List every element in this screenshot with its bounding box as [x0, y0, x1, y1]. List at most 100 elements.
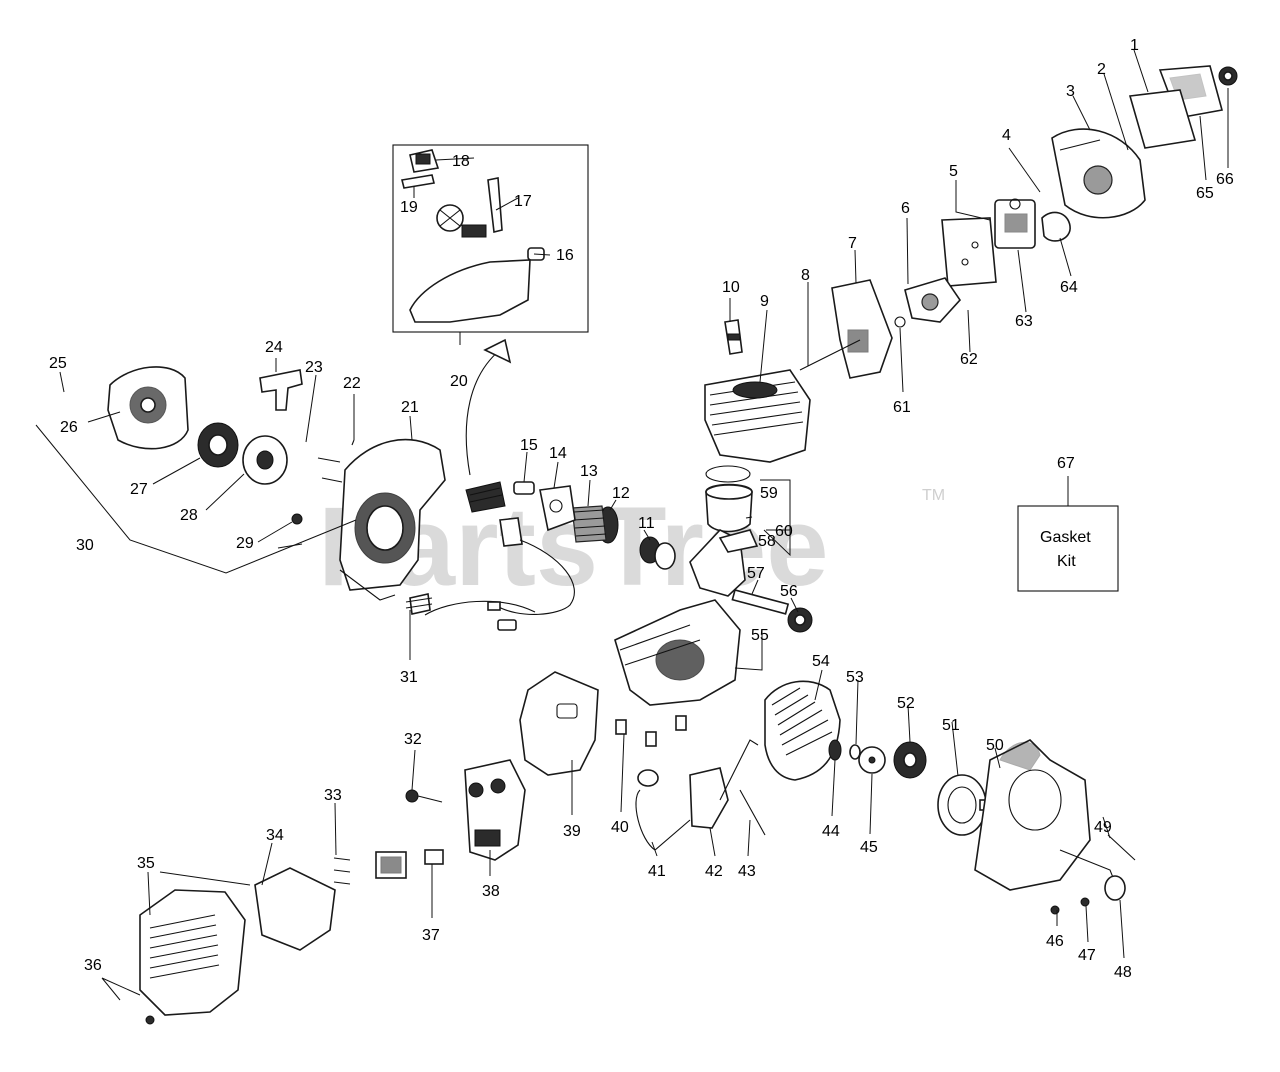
trademark: TM [922, 487, 945, 504]
callout-31: 31 [400, 669, 418, 686]
part-screw-47 [1080, 897, 1090, 907]
part-screw-49 [1107, 834, 1136, 861]
callout-60: 60 [775, 523, 793, 540]
callout-59: 59 [760, 485, 778, 502]
part-crankshaft [689, 529, 790, 615]
callout-41: 41 [648, 863, 666, 880]
callout-9: 9 [760, 293, 769, 310]
part-piston [705, 465, 753, 533]
callout-14: 14 [549, 445, 567, 462]
callout-22: 22 [343, 375, 361, 392]
callout-26: 26 [60, 419, 78, 436]
part-heat-shield [831, 279, 893, 379]
callout-61: 61 [893, 399, 911, 416]
callout-5: 5 [949, 163, 958, 180]
part-shield-plate [519, 671, 599, 776]
callout-38: 38 [482, 883, 500, 900]
callout-44: 44 [822, 823, 840, 840]
callout-11: 11 [638, 515, 655, 532]
callout-40: 40 [611, 819, 629, 836]
callout-37: 37 [422, 927, 440, 944]
callout-32: 32 [404, 731, 422, 748]
callout-51: 51 [942, 717, 960, 734]
part-ignition [615, 715, 766, 851]
callout-numbers: 1234567891011121314151617181920212223242… [49, 37, 1234, 981]
part-spring-31 [409, 593, 431, 615]
callout-50: 50 [986, 737, 1004, 754]
callout-56: 56 [780, 583, 798, 600]
callout-16: 16 [556, 247, 574, 264]
inset-arrow [465, 349, 501, 476]
part-screws-33 [333, 857, 351, 885]
callout-55: 55 [751, 627, 769, 644]
callout-27: 27 [130, 481, 148, 498]
callout-17: 17 [514, 193, 532, 210]
callout-45: 45 [860, 839, 878, 856]
callout-1: 1 [1130, 37, 1139, 54]
callout-19: 19 [400, 199, 418, 216]
gasket-kit-label-2: Kit [1057, 553, 1076, 570]
callout-64: 64 [1060, 279, 1078, 296]
part-crankcase [614, 599, 741, 706]
leader-lines [35, 49, 1229, 1001]
callout-58: 58 [758, 533, 776, 550]
callout-8: 8 [801, 267, 810, 284]
gasket-kit-label-1: Gasket [1040, 529, 1091, 546]
part-bolt-32 [405, 789, 419, 803]
part-cover-plate [254, 867, 336, 951]
part-clutch-group [513, 481, 619, 544]
callout-4: 4 [1002, 127, 1011, 144]
part-gasket-plate [941, 217, 997, 287]
callout-49: 49 [1094, 819, 1112, 836]
part-air-filter-housing [1051, 128, 1146, 219]
callout-6: 6 [901, 200, 910, 217]
callout-30: 30 [76, 537, 94, 554]
callout-2: 2 [1097, 61, 1106, 78]
inset-box [392, 144, 589, 333]
callout-42: 42 [705, 863, 723, 880]
callout-20: 20 [450, 373, 468, 390]
callout-23: 23 [305, 359, 323, 376]
part-muffler [464, 759, 526, 861]
part-air-filter-cover [1128, 65, 1238, 149]
callout-35: 35 [137, 855, 155, 872]
part-bearing-48 [1104, 875, 1126, 901]
callout-12: 12 [612, 485, 630, 502]
part-starter-handle [259, 369, 303, 411]
part-pawl-assembly [424, 481, 575, 631]
callout-65: 65 [1196, 185, 1214, 202]
callout-47: 47 [1078, 947, 1096, 964]
callout-67: 67 [1057, 455, 1075, 472]
callout-46: 46 [1046, 933, 1064, 950]
part-drawings [107, 65, 1238, 1025]
callout-62: 62 [960, 351, 978, 368]
part-gasket-37 [424, 849, 444, 865]
callout-10: 10 [722, 279, 740, 296]
callout-7: 7 [848, 235, 857, 252]
part-gearbox-housing [974, 739, 1121, 896]
part-rod [799, 339, 861, 371]
callout-52: 52 [897, 695, 915, 712]
callout-57: 57 [747, 565, 765, 582]
part-starter-housing [107, 366, 189, 450]
part-front-housing [339, 438, 446, 601]
part-cylinder [704, 369, 811, 463]
part-carburetor [994, 198, 1071, 249]
part-intake-manifold [894, 277, 962, 328]
callout-28: 28 [180, 507, 198, 524]
callout-43: 43 [738, 863, 756, 880]
callout-3: 3 [1066, 83, 1075, 100]
inset-part-drawings [401, 149, 545, 323]
callout-63: 63 [1015, 313, 1033, 330]
callout-48: 48 [1114, 964, 1132, 981]
callout-33: 33 [324, 787, 342, 804]
callout-66: 66 [1216, 171, 1234, 188]
callout-34: 34 [266, 827, 284, 844]
callout-53: 53 [846, 669, 864, 686]
part-flywheel [764, 680, 842, 781]
part-spacer-53 [849, 744, 861, 760]
gasket-kit-box [1017, 505, 1119, 592]
callout-21: 21 [401, 399, 419, 416]
callout-29: 29 [236, 535, 254, 552]
